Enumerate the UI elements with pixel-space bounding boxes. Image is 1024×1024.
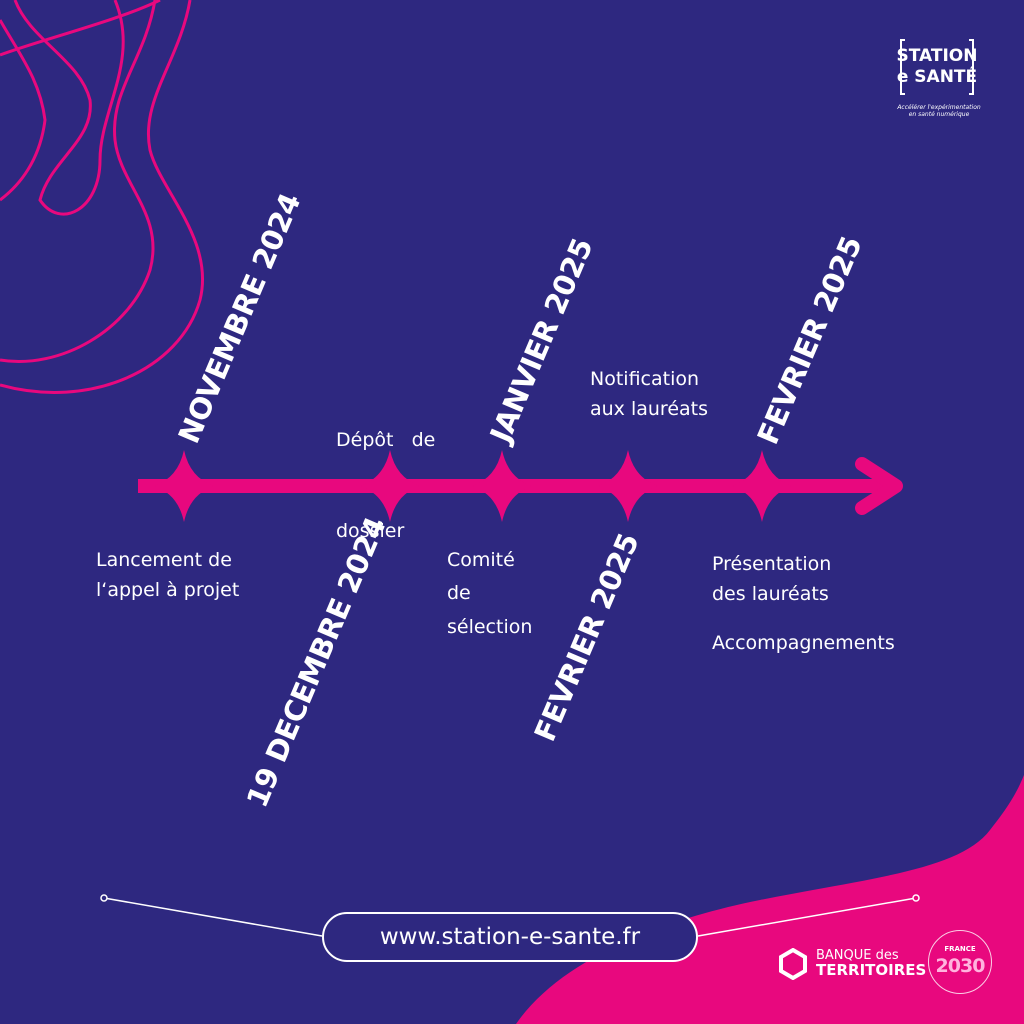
label-lancement: Lancement de l‘appel à projet	[96, 549, 240, 602]
label-comite: Comité de sélection	[447, 549, 533, 638]
timeline-arrowhead	[855, 457, 903, 515]
hexagon-icon	[779, 948, 807, 980]
website-url[interactable]: www.station-e-sante.fr	[322, 912, 698, 962]
logo-line-1: STATION	[896, 46, 978, 66]
milestone-markers	[154, 450, 792, 522]
banque-des-territoires-logo: BANQUE des TERRITOIRES	[778, 948, 926, 980]
milestone-star-3	[472, 450, 532, 522]
milestone-star-2	[360, 450, 420, 522]
france-2030-logo: FRANCE 2030	[928, 930, 992, 994]
label-notification: Notification aux lauréats	[590, 368, 709, 421]
label-depot: Dépôt de dossier	[336, 428, 436, 542]
logo-bracket-frame	[900, 39, 974, 95]
milestone-star-4	[598, 450, 658, 522]
milestone-star-5	[732, 450, 792, 522]
label-accompagnements: Accompagnements	[712, 632, 895, 654]
logo-line-2: e SANTÉ	[896, 67, 978, 87]
logo-tagline: Accélérer l'expérimentation en santé num…	[897, 104, 981, 119]
footer-connector	[100, 894, 920, 937]
station-e-sante-logo: STATION e SANTÉ Accélérer l'expérimentat…	[894, 38, 984, 138]
label-presentation: Présentation des lauréats	[712, 553, 832, 606]
milestone-star-1	[154, 450, 214, 522]
contour-lines	[0, 0, 204, 394]
